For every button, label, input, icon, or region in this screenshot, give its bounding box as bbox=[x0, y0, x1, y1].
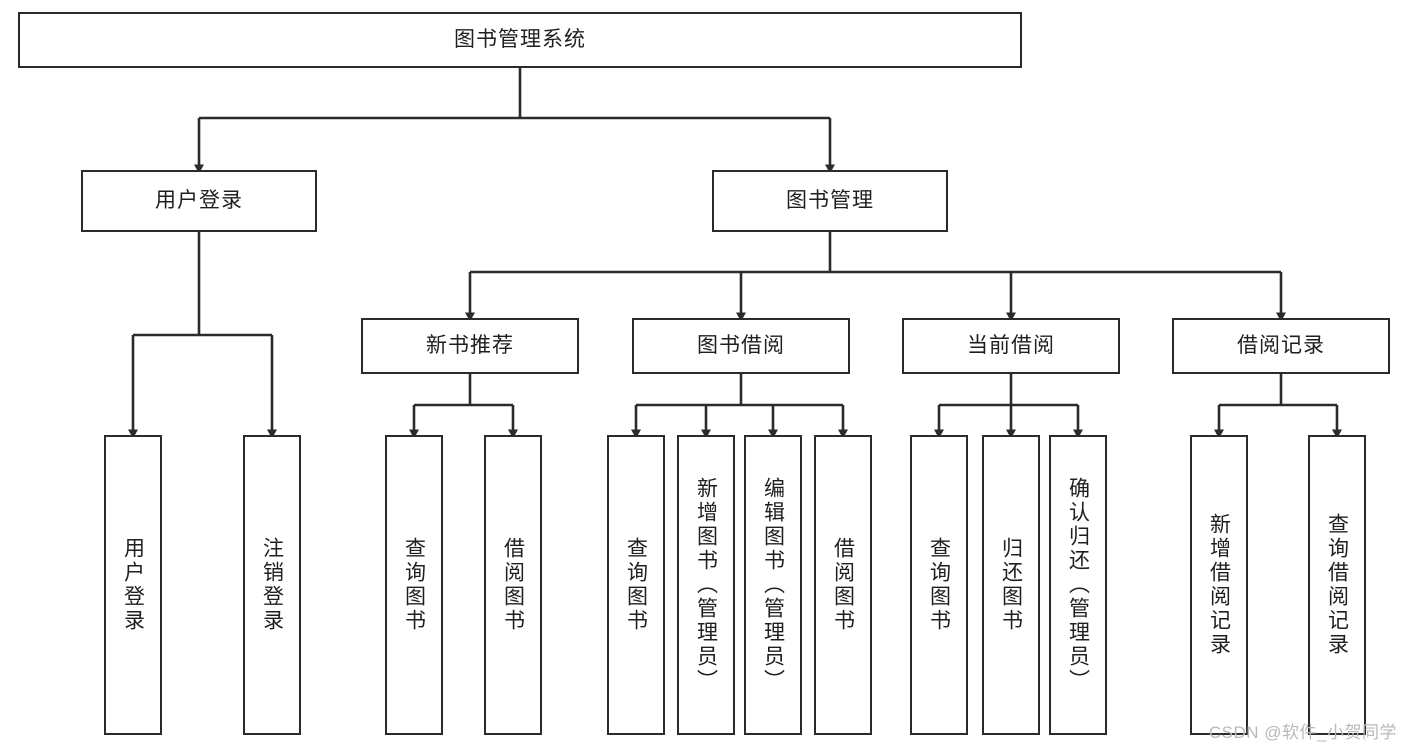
node-leaf-confirm-return[interactable]: 确认归还（管理员） bbox=[1049, 435, 1107, 735]
node-leaf-user-logout-label: 注销登录 bbox=[260, 537, 284, 633]
node-leaf-confirm-return-label: 确认归还（管理员） bbox=[1066, 477, 1090, 693]
node-leaf-add-book-label: 新增图书（管理员） bbox=[694, 477, 718, 693]
node-leaf-query-book-3[interactable]: 查询图书 bbox=[910, 435, 968, 735]
node-leaf-query-record-label: 查询借阅记录 bbox=[1325, 513, 1349, 657]
node-leaf-add-record-label: 新增借阅记录 bbox=[1207, 513, 1231, 657]
node-current-borrow[interactable]: 当前借阅 bbox=[902, 318, 1120, 374]
node-leaf-edit-book-label: 编辑图书（管理员） bbox=[761, 477, 785, 693]
node-leaf-user-login-label: 用户登录 bbox=[121, 537, 145, 633]
node-book-manage-label: 图书管理 bbox=[786, 188, 874, 212]
edge-group bbox=[128, 68, 1342, 439]
node-leaf-query-record[interactable]: 查询借阅记录 bbox=[1308, 435, 1366, 735]
node-leaf-query-book-3-label: 查询图书 bbox=[927, 537, 951, 633]
node-leaf-add-record[interactable]: 新增借阅记录 bbox=[1190, 435, 1248, 735]
node-borrow-record[interactable]: 借阅记录 bbox=[1172, 318, 1390, 374]
node-leaf-add-book[interactable]: 新增图书（管理员） bbox=[677, 435, 735, 735]
node-new-book-recommend[interactable]: 新书推荐 bbox=[361, 318, 579, 374]
node-leaf-return-book-label: 归还图书 bbox=[999, 537, 1023, 633]
node-new-book-recommend-label: 新书推荐 bbox=[426, 333, 514, 357]
node-leaf-user-logout[interactable]: 注销登录 bbox=[243, 435, 301, 735]
node-leaf-borrow-book-1[interactable]: 借阅图书 bbox=[484, 435, 542, 735]
node-leaf-borrow-book-1-label: 借阅图书 bbox=[501, 537, 525, 633]
node-leaf-query-book-1-label: 查询图书 bbox=[402, 537, 426, 633]
node-leaf-query-book-2[interactable]: 查询图书 bbox=[607, 435, 665, 735]
node-leaf-user-login[interactable]: 用户登录 bbox=[104, 435, 162, 735]
node-book-borrow[interactable]: 图书借阅 bbox=[632, 318, 850, 374]
node-leaf-borrow-book-2-label: 借阅图书 bbox=[831, 537, 855, 633]
node-root[interactable]: 图书管理系统 bbox=[18, 12, 1022, 68]
node-root-label: 图书管理系统 bbox=[454, 27, 586, 51]
node-book-manage[interactable]: 图书管理 bbox=[712, 170, 948, 232]
node-leaf-borrow-book-2[interactable]: 借阅图书 bbox=[814, 435, 872, 735]
node-current-borrow-label: 当前借阅 bbox=[967, 333, 1055, 357]
node-leaf-query-book-2-label: 查询图书 bbox=[624, 537, 648, 633]
node-user-login[interactable]: 用户登录 bbox=[81, 170, 317, 232]
node-leaf-query-book-1[interactable]: 查询图书 bbox=[385, 435, 443, 735]
node-book-borrow-label: 图书借阅 bbox=[697, 333, 785, 357]
node-leaf-edit-book[interactable]: 编辑图书（管理员） bbox=[744, 435, 802, 735]
node-leaf-return-book[interactable]: 归还图书 bbox=[982, 435, 1040, 735]
node-user-login-label: 用户登录 bbox=[155, 188, 243, 212]
node-borrow-record-label: 借阅记录 bbox=[1237, 333, 1325, 357]
